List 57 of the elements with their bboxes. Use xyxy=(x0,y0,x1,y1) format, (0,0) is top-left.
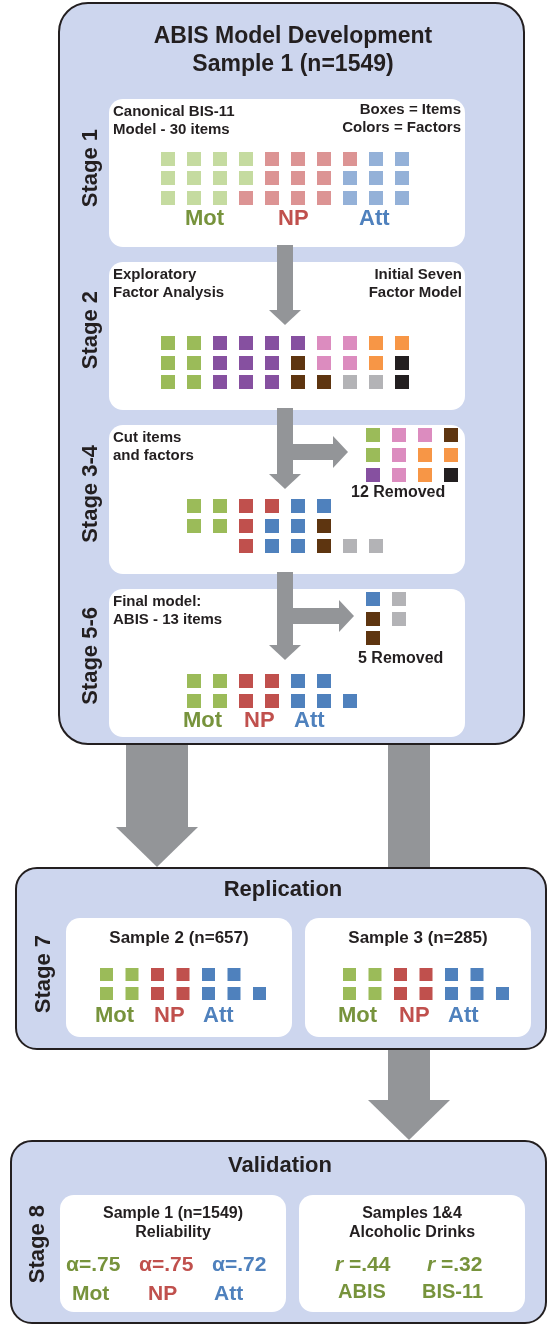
factor-label: NP xyxy=(154,1002,185,1029)
stage-card xyxy=(109,425,465,574)
arrow xyxy=(269,245,301,325)
alpha-value: α=.75 xyxy=(66,1251,121,1277)
factor-label: NP xyxy=(278,205,309,232)
stage-label: Stage 3-4 xyxy=(77,445,103,543)
card-heading: Cut items and factors xyxy=(113,428,195,464)
factor-label: Att xyxy=(448,1002,479,1029)
stage-label: Stage 8 xyxy=(24,1205,50,1284)
panel-title: ABIS Model Development Sample 1 (n=1549) xyxy=(152,22,434,78)
stage-panel xyxy=(58,2,525,745)
card-heading: Sample 1 (n=1549) Reliability xyxy=(101,1203,245,1242)
stage-card xyxy=(109,99,465,247)
stage-label: Stage 7 xyxy=(30,935,56,1014)
factor-label: Att xyxy=(203,1002,234,1029)
alpha-value: α=.72 xyxy=(212,1251,267,1277)
alpha-value: α=.75 xyxy=(139,1251,194,1277)
stage-label: Stage 2 xyxy=(77,291,103,370)
arrow xyxy=(116,745,198,867)
stage-label: Stage 5-6 xyxy=(77,607,103,705)
factor-label: Mot xyxy=(338,1002,378,1029)
stage-label: Stage 1 xyxy=(77,129,103,208)
factor-label: Mot xyxy=(185,205,225,232)
factor-label: Mot xyxy=(183,707,223,734)
correlation-value: r =.44 xyxy=(335,1251,391,1277)
card-heading: Sample 3 (n=285) xyxy=(348,928,488,949)
factor-label: Att xyxy=(359,205,390,232)
stage-card xyxy=(60,1195,286,1312)
stage-card xyxy=(109,262,465,410)
stage-panel xyxy=(15,867,547,1050)
factor-label: NP xyxy=(244,707,275,734)
panel-title: Replication xyxy=(223,876,343,903)
removed-count: 12 Removed xyxy=(351,482,446,502)
card-heading: Samples 1&4 Alcoholic Drinks xyxy=(347,1203,477,1242)
card-heading: Exploratory Factor Analysis xyxy=(113,265,226,301)
card-heading: Final model: ABIS - 13 items xyxy=(113,592,224,628)
panel-title: Validation xyxy=(228,1152,332,1179)
factor-label: NP xyxy=(399,1002,430,1029)
factor-label: Att xyxy=(214,1280,244,1306)
correlation-value: r =.32 xyxy=(427,1251,483,1277)
note: Boxes = Items Colors = Factors xyxy=(341,100,461,136)
stage-card xyxy=(305,918,531,1037)
stage-card xyxy=(66,918,292,1037)
stage-card xyxy=(109,589,465,737)
stage-panel xyxy=(10,1140,547,1324)
note: Initial Seven Factor Model xyxy=(367,265,462,301)
factor-label: Mot xyxy=(72,1280,110,1306)
factor-label: NP xyxy=(148,1280,178,1306)
stage-card xyxy=(299,1195,525,1312)
card-heading: Canonical BIS-11 Model - 30 items xyxy=(113,102,236,138)
factor-label: Mot xyxy=(95,1002,135,1029)
arrow xyxy=(368,1050,450,1140)
scale-label: BIS-11 xyxy=(422,1279,484,1303)
factor-label: Att xyxy=(294,707,325,734)
scale-label: ABIS xyxy=(338,1279,386,1303)
removed-count: 5 Removed xyxy=(358,648,444,668)
card-heading: Sample 2 (n=657) xyxy=(109,928,249,949)
